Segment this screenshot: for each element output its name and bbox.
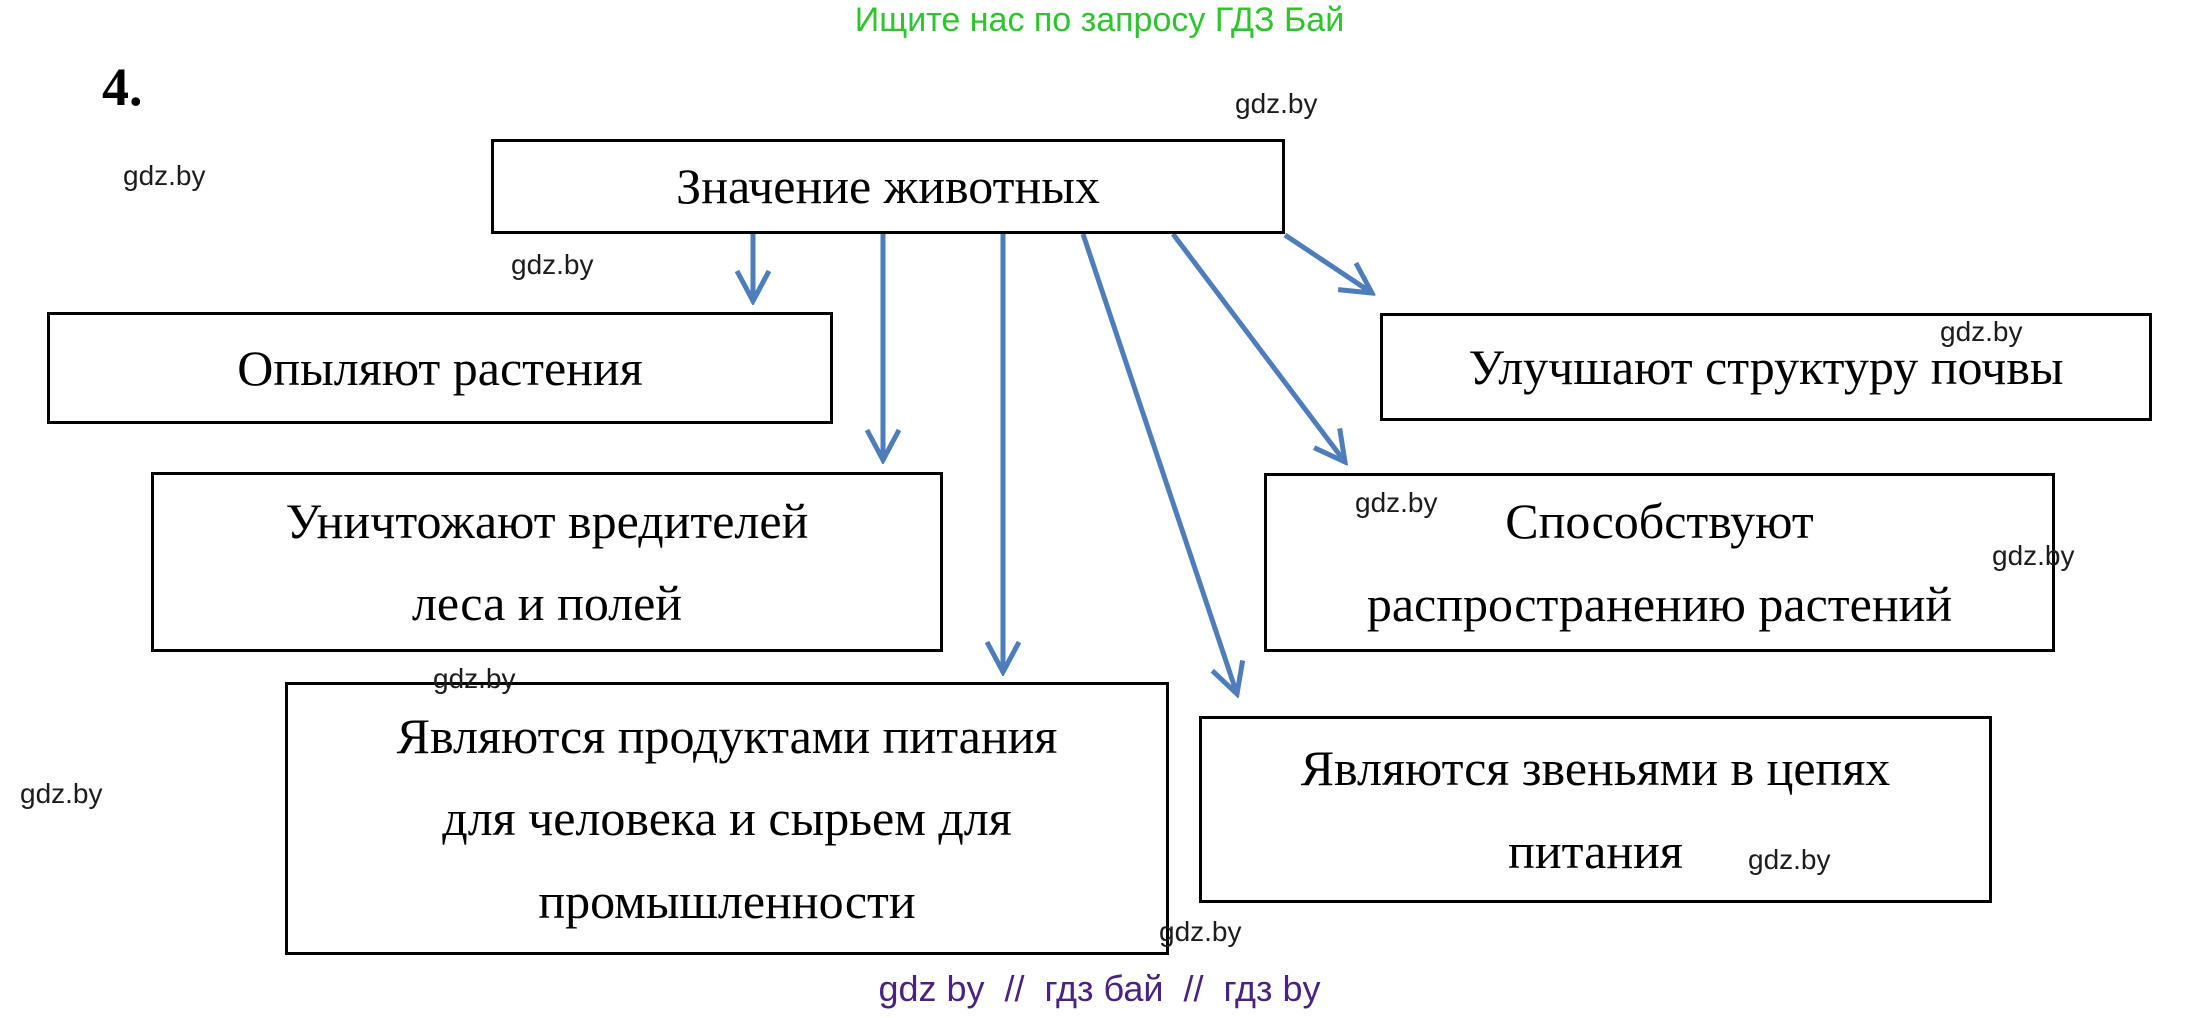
node-food-label-line3: промышленности (538, 872, 916, 929)
gdz-watermark: gdz.by (1992, 540, 2075, 571)
node-pests-label-line2: леса и полей (411, 575, 683, 631)
node-soil: Улучшают структуру почвы (1380, 313, 2152, 421)
arrow-title-to-soil (1283, 232, 1372, 293)
footer-watermark-text: gdz by // гдз бай // гдз by (878, 968, 1321, 1009)
node-pollinate: Опыляют растения (47, 312, 833, 424)
node-spread-label-line2: распространению растений (1366, 575, 1953, 632)
gdz-watermark: gdz.by (1940, 316, 2023, 347)
node-pests: Уничтожают вредителей леса и полей (151, 472, 943, 652)
node-pests-label-line1: Уничтожают вредителей (285, 492, 809, 549)
node-pollinate-label: Опыляют растения (237, 339, 643, 396)
node-chain: Являются звеньями в цепях питания (1199, 716, 1992, 903)
gdz-watermark: gdz.by (1159, 916, 1242, 947)
gdz-watermark: gdz.by (1235, 88, 1318, 119)
gdz-watermark: gdz.by (20, 778, 103, 809)
node-chain-label-line2: питания (1508, 822, 1683, 879)
promo-banner-text: Ищите нас по запросу ГДЗ Бай (854, 1, 1345, 39)
arrow-title-to-spread (1171, 232, 1345, 462)
node-title: Значение животных (491, 139, 1285, 234)
arrow-title-to-chain (1080, 233, 1237, 694)
node-soil-label: Улучшают структуру почвы (1468, 338, 2064, 395)
gdz-watermark: gdz.by (1748, 844, 1831, 875)
node-spread-label-line1: Способствуют (1505, 493, 1814, 549)
node-food-label-line2: для человека и сырьем для (442, 790, 1012, 847)
task-number: 4. (102, 57, 143, 117)
gdz-watermark: gdz.by (511, 249, 594, 280)
node-food-label-line1: Являются продуктами питания (396, 707, 1058, 764)
node-food: Являются продуктами питания для человека… (285, 682, 1169, 955)
node-spread: Способствуют распространению растений (1264, 473, 2055, 652)
gdz-watermark: gdz.by (1355, 487, 1438, 518)
node-chain-label-line1: Являются звеньями в цепях (1300, 740, 1891, 796)
node-title-label: Значение животных (676, 158, 1100, 215)
gdz-watermark: gdz.by (123, 160, 206, 191)
gdz-watermark: gdz.by (433, 663, 516, 694)
